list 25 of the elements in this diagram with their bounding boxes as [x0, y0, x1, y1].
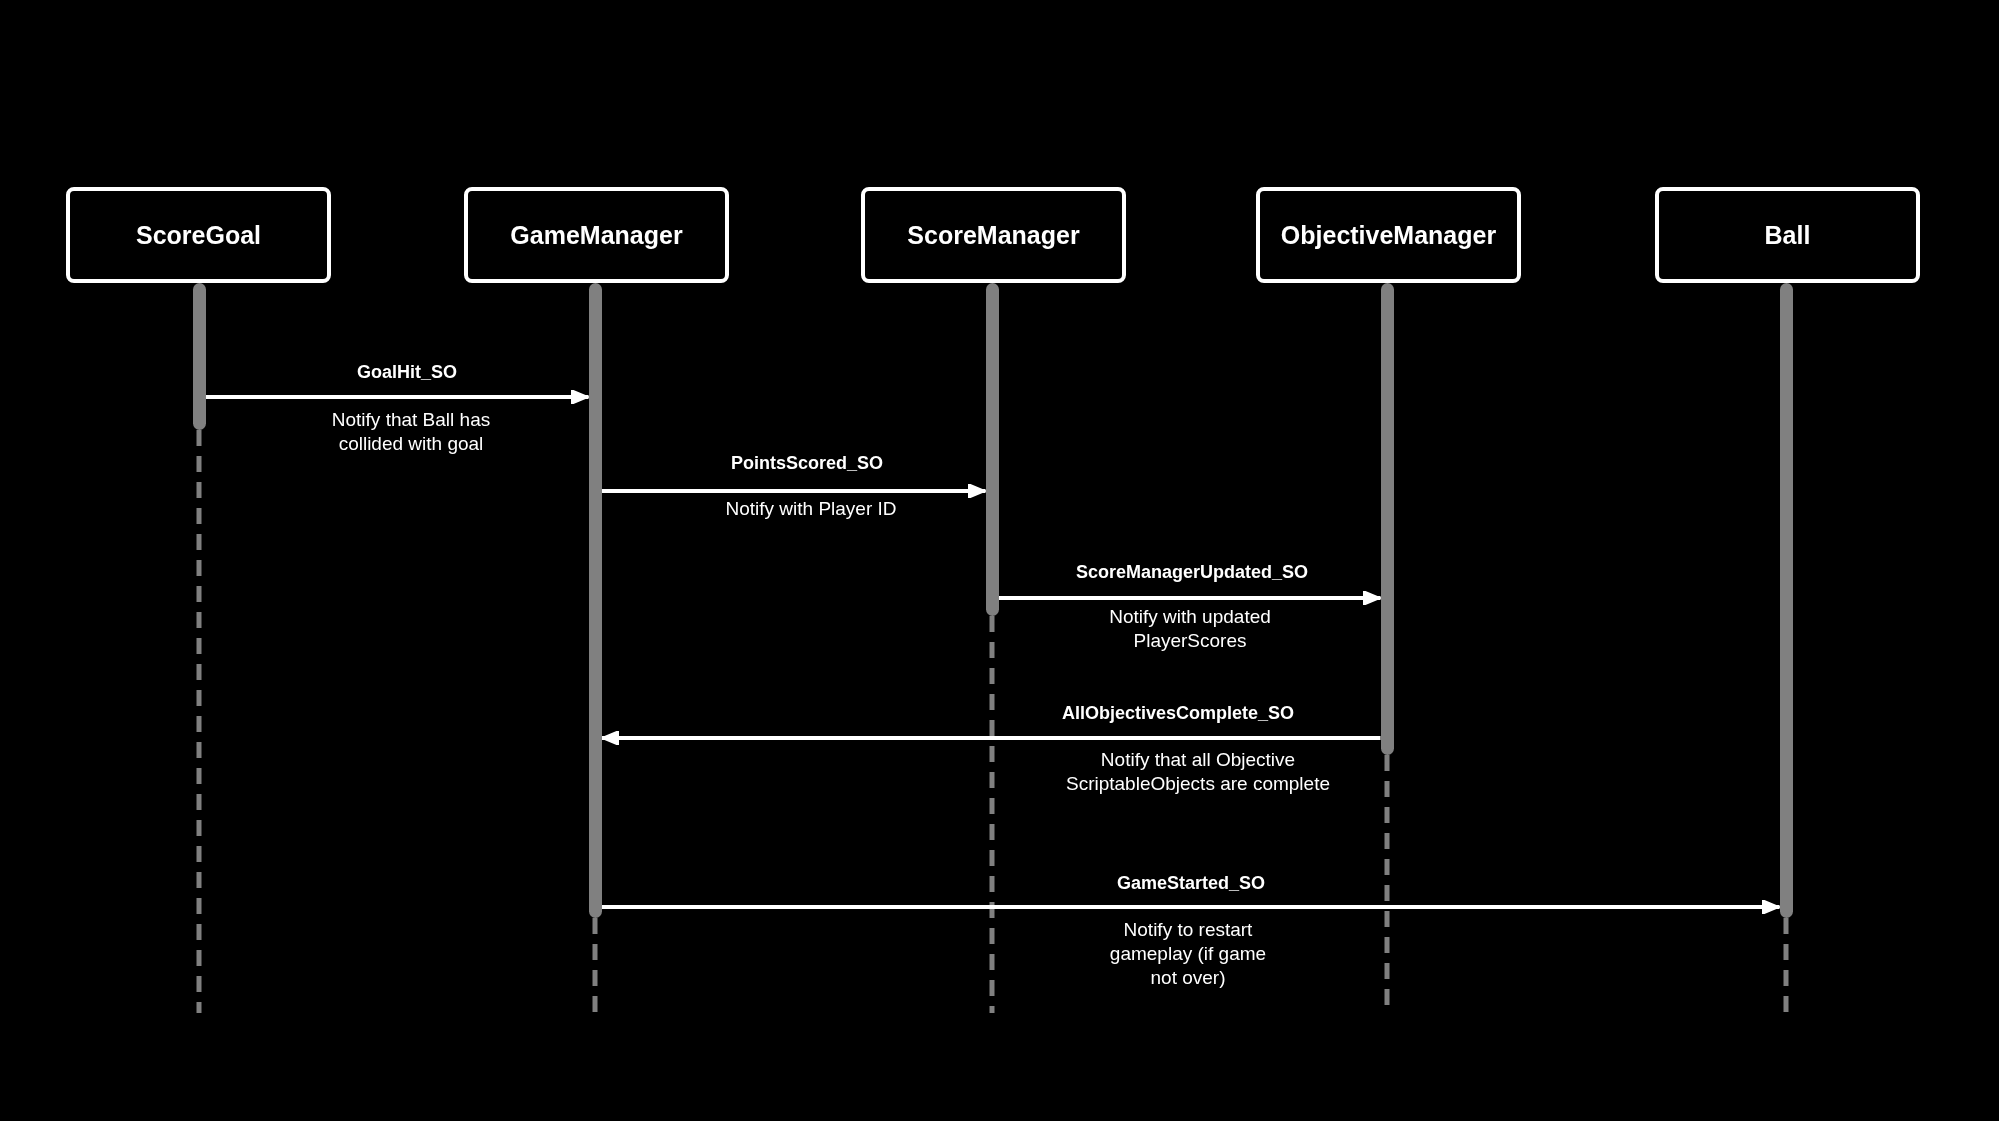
participant-name: Ball [1764, 220, 1811, 250]
participant-name: GameManager [510, 220, 683, 250]
participant-name: ScoreManager [907, 220, 1080, 250]
participant-name: ObjectiveManager [1280, 220, 1497, 250]
activation-bar [192, 283, 206, 430]
message-note: Notify that Ball has collided with goal [330, 408, 492, 456]
message-note: Notify with updated PlayerScores [1108, 605, 1272, 653]
participant-name: ScoreGoal [135, 220, 262, 250]
participant-box [1655, 187, 1920, 283]
message-note: Notify to restart gameplay (if game not over) [1108, 918, 1268, 990]
activation-bar [985, 283, 999, 616]
message-arrow [601, 899, 1781, 915]
participant-box [861, 187, 1126, 283]
activation-bar [588, 283, 602, 918]
message-arrow [601, 483, 987, 499]
message-arrow [205, 389, 590, 405]
message-arrow [600, 730, 1381, 746]
activation-bar [1380, 283, 1394, 755]
participant-box [464, 187, 729, 283]
message-arrow [998, 590, 1382, 606]
participant-box [66, 187, 331, 283]
participant-box [1256, 187, 1521, 283]
message-note: Notify that all Objective ScriptableObjects are complete [1065, 748, 1331, 796]
activation-bar [1779, 283, 1793, 918]
message-note: Notify with Player ID [724, 497, 898, 521]
